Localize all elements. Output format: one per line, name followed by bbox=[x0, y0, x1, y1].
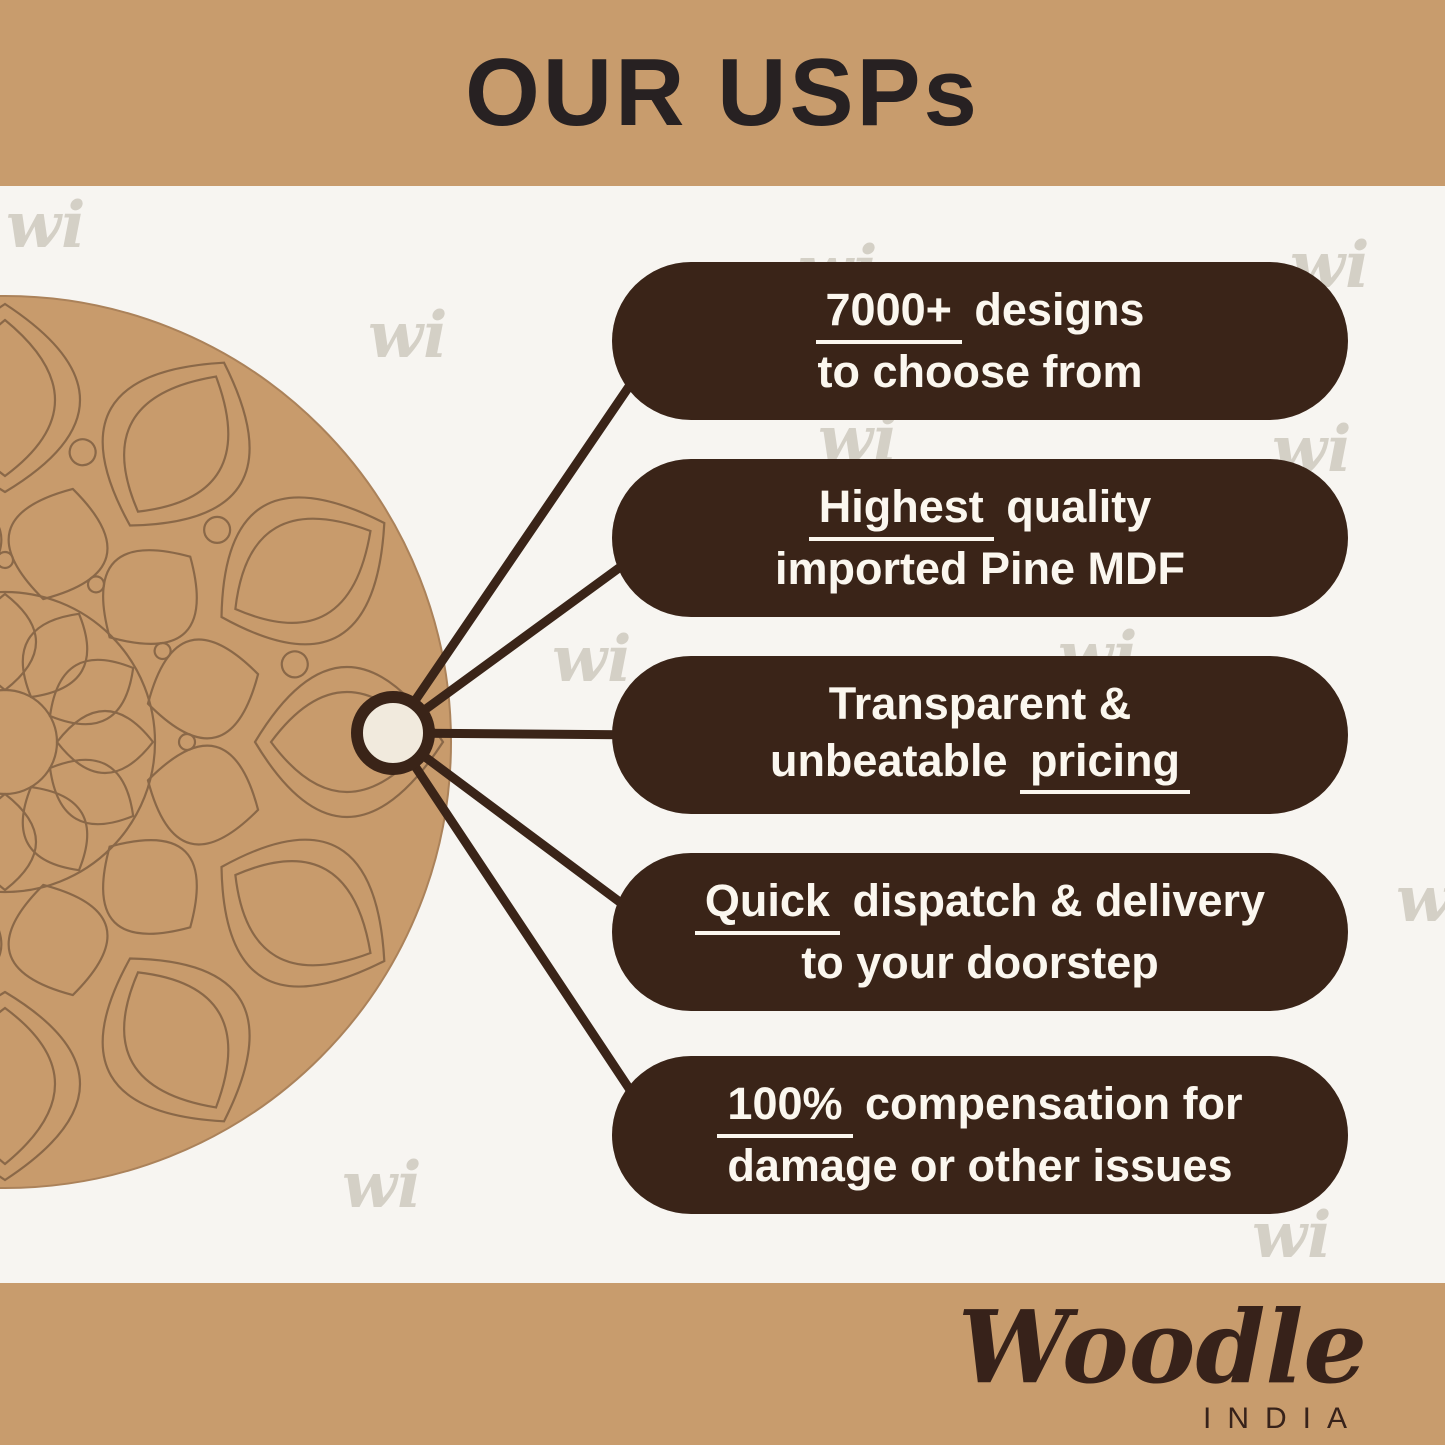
usp-line: imported Pine MDF bbox=[774, 542, 1185, 594]
usp-pill-pricing: Transparent & unbeatable pricing bbox=[612, 656, 1348, 814]
usp-line: damage or other issues bbox=[727, 1139, 1233, 1191]
watermark-wi: wi bbox=[6, 188, 86, 263]
usp-line: to your doorstep bbox=[801, 936, 1159, 988]
usp-line: 7000+ designs bbox=[815, 282, 1144, 344]
usp-line: Quick dispatch & delivery bbox=[694, 873, 1265, 935]
usp-line: Transparent & bbox=[828, 677, 1132, 729]
usp-line: unbeatable pricing bbox=[770, 733, 1191, 795]
usp-pill-designs: 7000+ designs to choose from bbox=[612, 262, 1348, 420]
usp-pill-dispatch: Quick dispatch & delivery to your doorst… bbox=[612, 853, 1348, 1011]
header-band: OUR USPs bbox=[0, 0, 1445, 186]
page-title: OUR USPs bbox=[465, 39, 980, 146]
watermark-wi: wi bbox=[342, 1148, 422, 1223]
hub-node bbox=[351, 691, 435, 775]
watermark-wi: wi bbox=[1396, 862, 1445, 937]
footer-band bbox=[0, 1283, 1445, 1445]
brand-name: Woodle bbox=[957, 1288, 1367, 1406]
brand-country: INDIA bbox=[1202, 1402, 1363, 1435]
brand-logo: Woodle INDIA bbox=[958, 1295, 1367, 1436]
usp-pill-compensation: 100% compensation for damage or other is… bbox=[612, 1056, 1348, 1214]
watermark-wi: wi bbox=[552, 622, 632, 697]
usp-line: 100% compensation for bbox=[717, 1076, 1243, 1138]
usp-pill-quality: Highest quality imported Pine MDF bbox=[612, 459, 1348, 617]
usp-line: to choose from bbox=[817, 345, 1143, 397]
usp-line: Highest quality bbox=[808, 479, 1151, 541]
